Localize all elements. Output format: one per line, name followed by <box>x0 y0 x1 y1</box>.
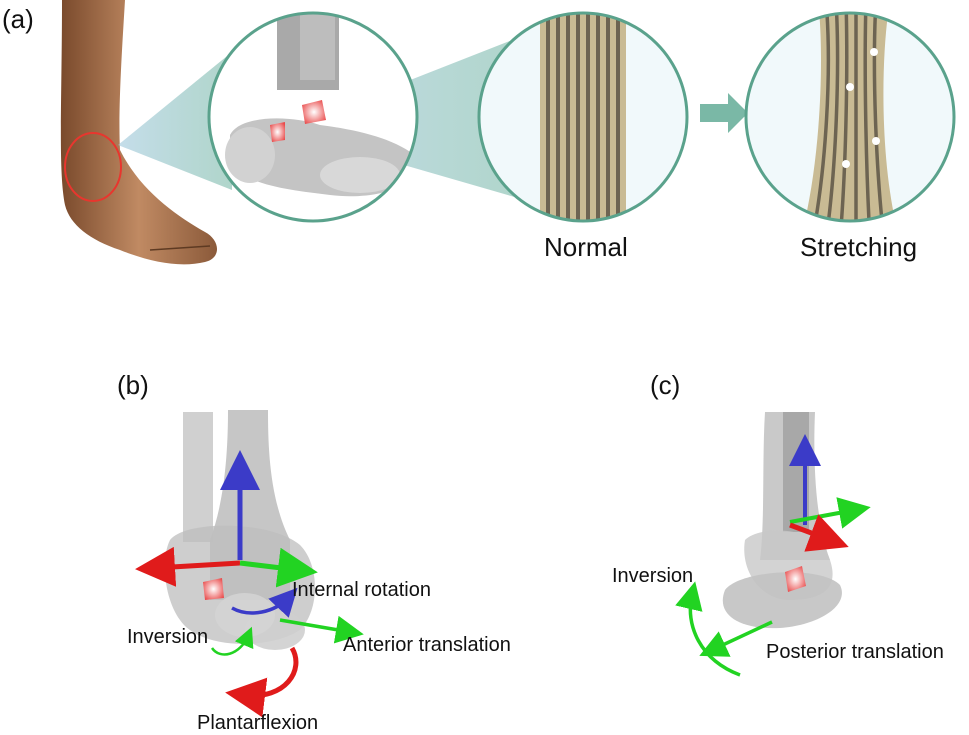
stretching-fibers-circle <box>744 11 956 223</box>
foot-illustration <box>60 0 218 265</box>
panel-b-label: (b) <box>117 370 149 400</box>
posterior-translation-label: Posterior translation <box>766 641 944 663</box>
plantarflexion-label: Plantarflexion <box>197 712 319 734</box>
inversion-label-b: Inversion <box>127 626 209 648</box>
internal-rotation-label: Internal rotation <box>292 579 431 601</box>
normal-label: Normal <box>544 232 628 262</box>
axis-arrows-c <box>675 434 871 677</box>
injury-highlight-ring <box>64 132 122 202</box>
transition-arrow-icon <box>700 93 748 133</box>
ankle-model-side <box>722 412 842 629</box>
axis-arrows-b <box>135 450 364 718</box>
normal-fibers-circle <box>477 11 689 223</box>
anterior-translation-label: Anterior translation <box>343 634 511 656</box>
ankle-bones-circle <box>207 11 419 223</box>
stretching-label: Stretching <box>800 232 918 262</box>
inversion-label-c: Inversion <box>612 565 694 587</box>
panel-c-label: (c) <box>650 370 681 400</box>
panel-a-label: (a) <box>2 4 34 34</box>
zoom-beam-1 <box>118 52 232 190</box>
